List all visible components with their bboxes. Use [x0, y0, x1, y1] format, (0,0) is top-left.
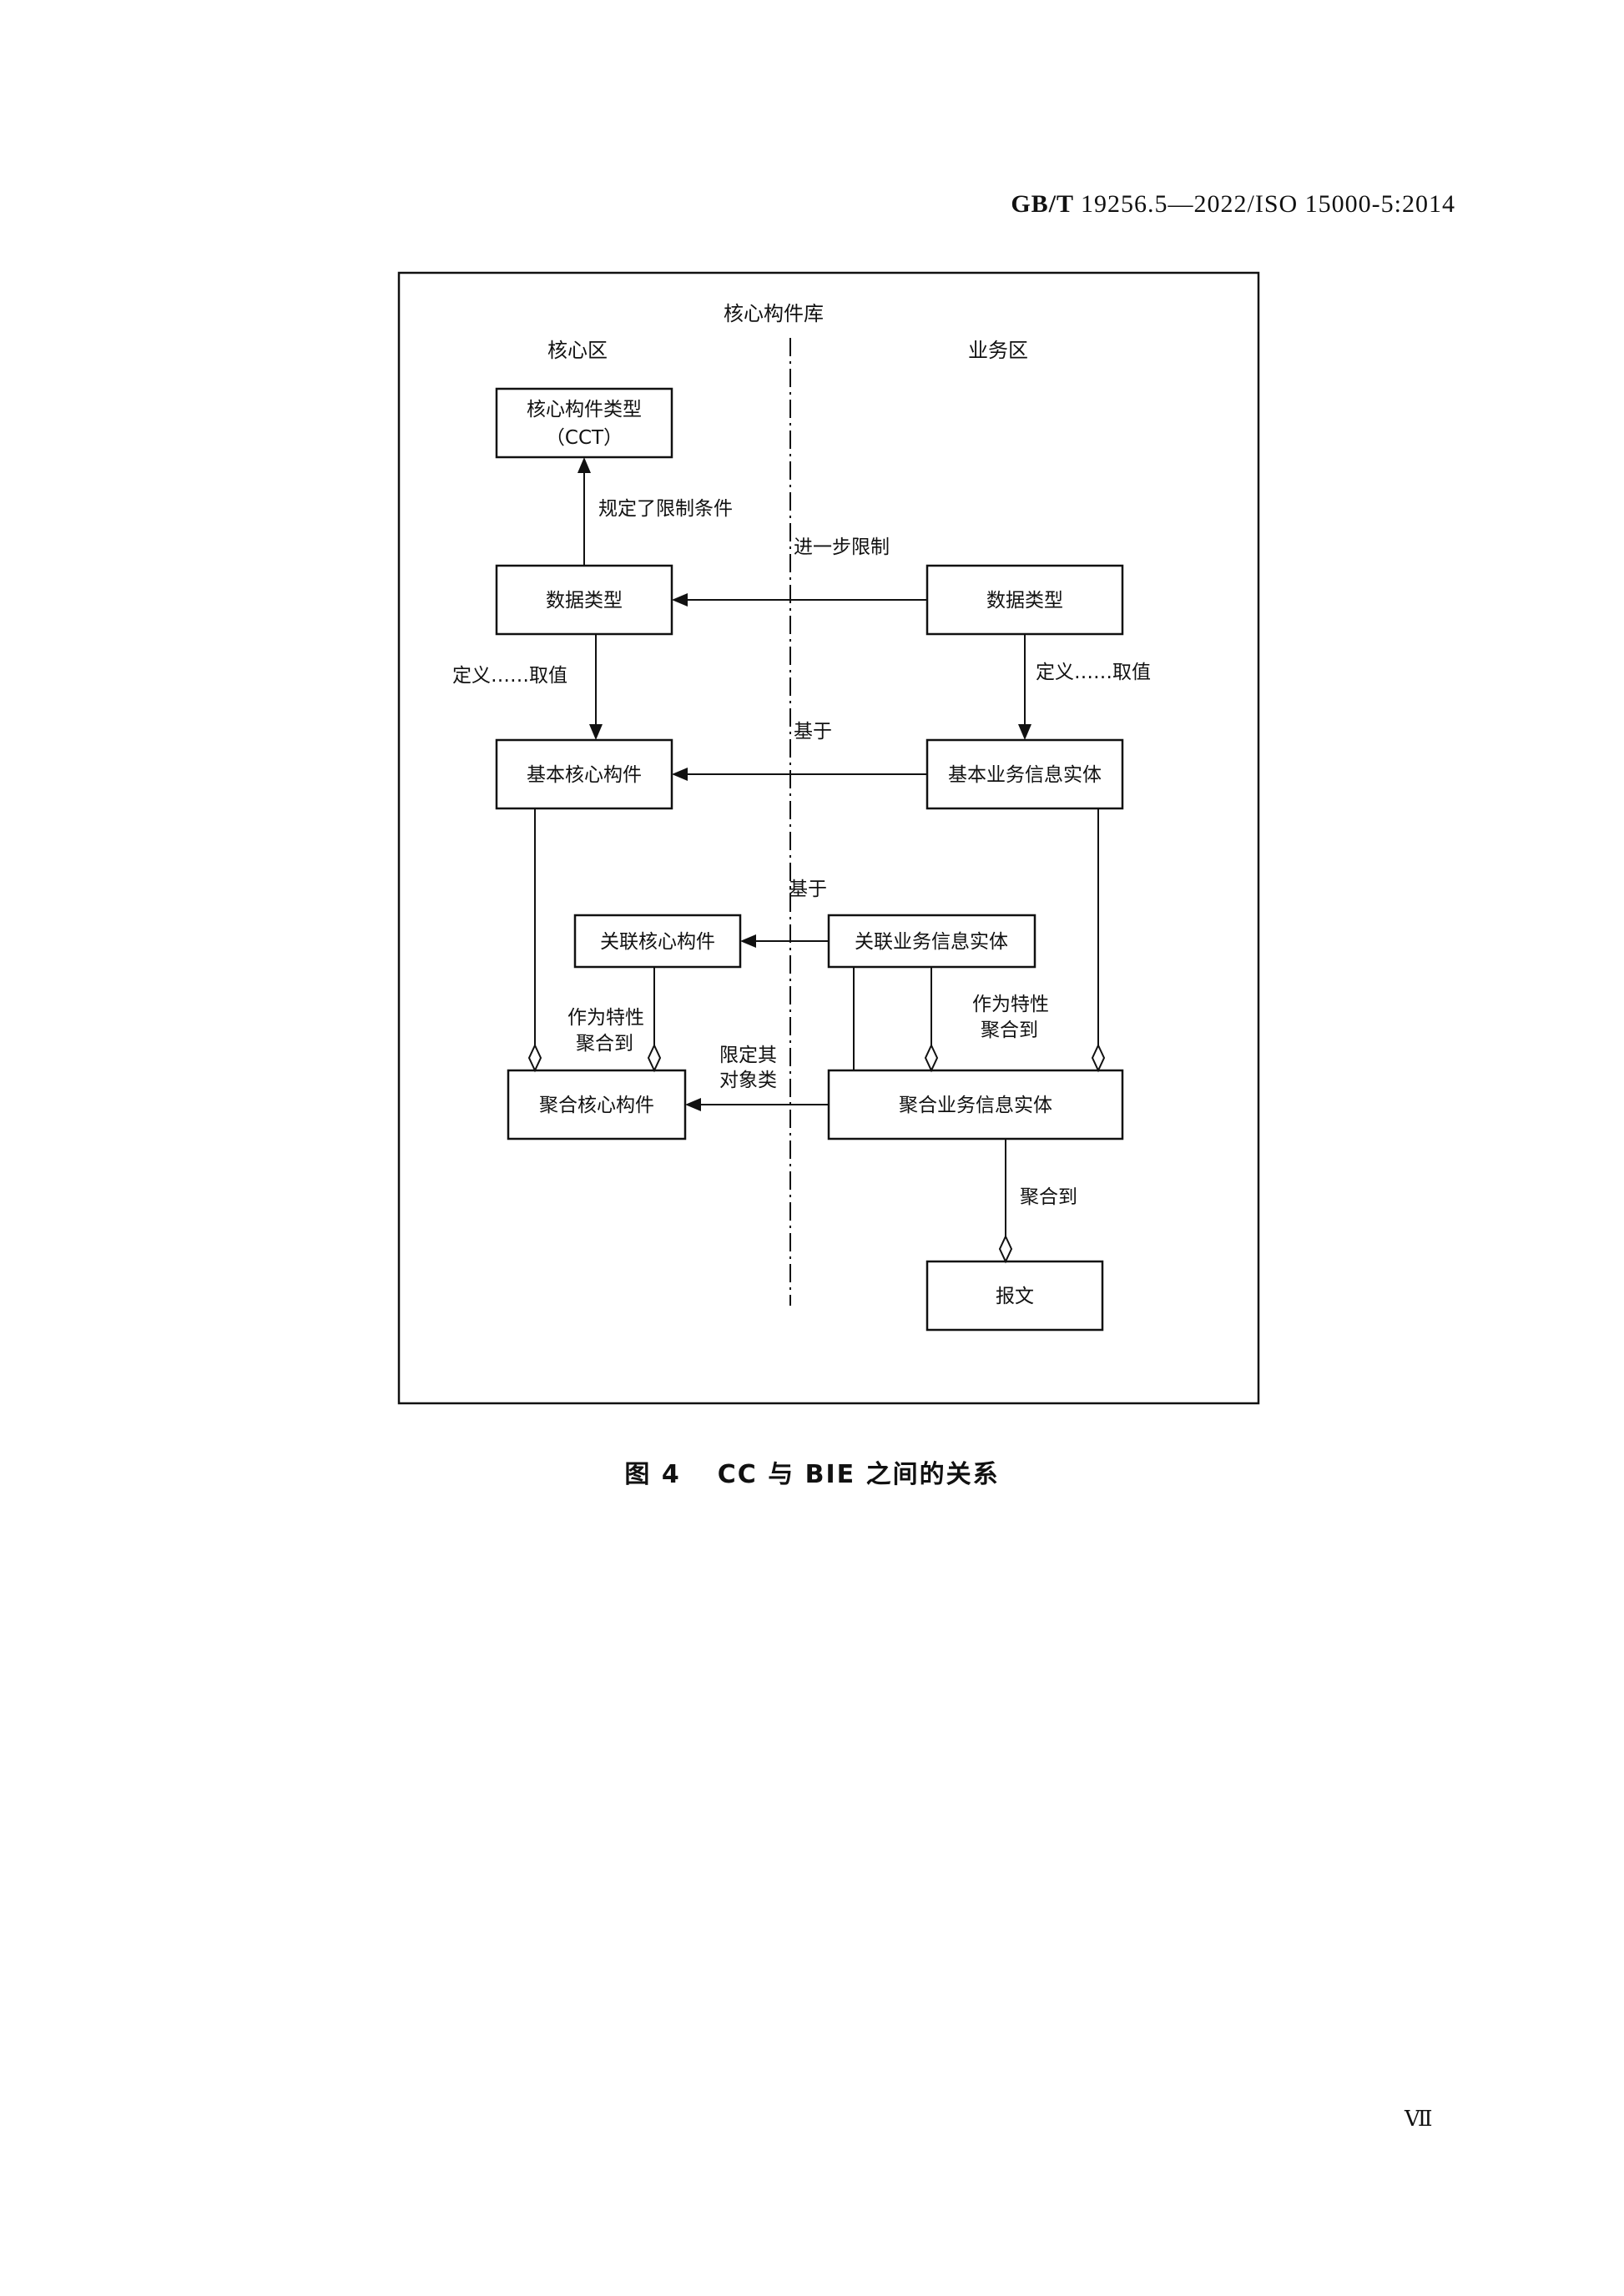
figure-number: 图 4	[624, 1460, 681, 1489]
box-ascc: 关联核心构件	[573, 914, 742, 969]
standard-number: 19256.5—2022/ISO 15000-5:2014	[1081, 190, 1455, 218]
label-as-property-core-1: 作为特性	[567, 1007, 644, 1029]
box-abie: 聚合业务信息实体	[827, 1069, 1124, 1140]
label-based-on-ascc: 基于	[789, 879, 827, 900]
zone-label-business: 业务区	[968, 339, 1028, 362]
label-as-property-business-1: 作为特性	[972, 994, 1049, 1015]
abie-label: 聚合业务信息实体	[899, 1095, 1052, 1116]
box-data-type-business: 数据类型	[925, 564, 1124, 636]
box-bbie: 基本业务信息实体	[925, 738, 1124, 810]
arrow-further-restricts	[672, 593, 927, 607]
arrow-bbie-based-on-bcc	[672, 768, 927, 781]
diagram-frame	[397, 271, 1260, 1405]
label-further-restricts: 进一步限制	[794, 536, 890, 558]
aggregation-abie-to-message	[998, 1139, 1013, 1264]
arrow-specifies-restrictions	[577, 457, 591, 566]
box-acc: 聚合核心构件	[507, 1069, 687, 1140]
cct-label-line2: （CCT）	[546, 427, 623, 449]
label-qualifies-object-1: 限定其	[719, 1045, 777, 1066]
acc-label: 聚合核心构件	[539, 1095, 654, 1116]
figure-title: CC 与 BIE 之间的关系	[717, 1460, 1000, 1489]
bbie-label: 基本业务信息实体	[948, 764, 1102, 786]
arrow-define-value-core	[589, 634, 603, 740]
aggregation-bbie-to-abie	[1091, 808, 1106, 1073]
label-as-property-core-2: 聚合到	[576, 1033, 633, 1055]
box-message: 报文	[925, 1260, 1104, 1332]
label-as-property-business-2: 聚合到	[981, 1020, 1038, 1041]
label-define-value-core: 定义……取值	[452, 665, 567, 687]
message-label: 报文	[996, 1286, 1034, 1307]
aggregation-asbie-to-abie	[924, 967, 939, 1073]
page-header: GB/T 19256.5—2022/ISO 15000-5:2014	[1011, 190, 1455, 219]
ascc-label: 关联核心构件	[600, 931, 715, 953]
page-number: Ⅶ	[1405, 2107, 1433, 2131]
box-cct: 核心构件类型 （CCT）	[495, 387, 673, 459]
box-bcc: 基本核心构件	[495, 738, 673, 810]
label-based-on-bcc: 基于	[794, 721, 832, 743]
label-specifies-restrictions: 规定了限制条件	[598, 498, 733, 520]
asbie-label: 关联业务信息实体	[855, 931, 1008, 953]
label-aggregated-to-message: 聚合到	[1020, 1186, 1077, 1208]
aggregation-ascc-to-acc	[647, 967, 662, 1073]
library-title: 核心构件库	[724, 302, 824, 325]
label-qualifies-object-2: 对象类	[719, 1070, 777, 1091]
label-define-value-business: 定义……取值	[1036, 662, 1151, 683]
box-asbie: 关联业务信息实体	[827, 914, 1036, 969]
data-type-business-label: 数据类型	[986, 590, 1063, 612]
arrow-asbie-based-on-ascc	[740, 934, 829, 948]
arrow-qualifies-object-class	[685, 1098, 829, 1111]
zone-label-core: 核心区	[547, 339, 608, 362]
aggregation-bcc-to-acc	[527, 808, 542, 1073]
standard-code: GB/T	[1011, 190, 1074, 218]
figure-caption: 图 4 CC 与 BIE 之间的关系	[0, 1453, 1624, 1490]
arrow-define-value-business	[1018, 634, 1031, 740]
box-data-type-core: 数据类型	[495, 564, 673, 636]
bcc-label: 基本核心构件	[527, 764, 642, 786]
data-type-core-label: 数据类型	[546, 590, 623, 612]
cct-label-line1: 核心构件类型	[527, 399, 642, 420]
